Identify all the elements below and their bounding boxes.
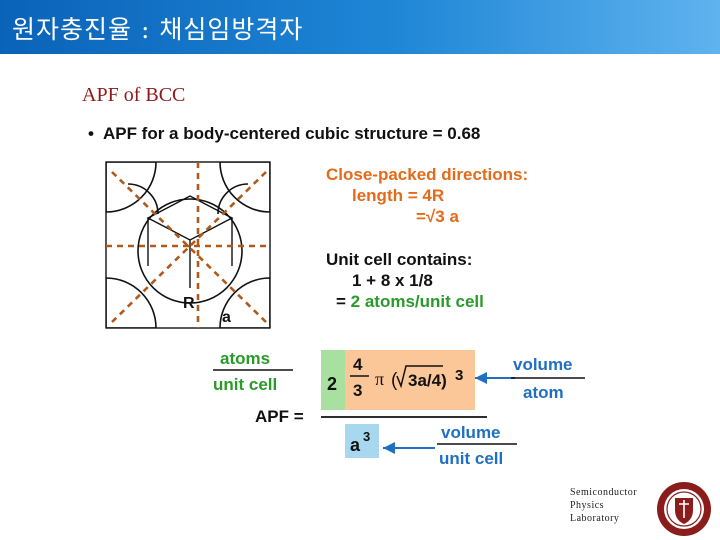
close-packed-value: 3 a xyxy=(435,207,459,226)
lab-line-1: Semiconductor xyxy=(570,487,638,498)
unit-cell-result: = 2 atoms/unit cell xyxy=(326,291,484,312)
bullet-text: • APF for a body-centered cubic structure… xyxy=(88,124,480,144)
close-packed-heading: Close-packed directions: xyxy=(326,165,529,184)
three-den: 3 xyxy=(353,381,362,400)
volume-label: volume xyxy=(513,355,573,374)
blue-highlight-box xyxy=(345,424,379,458)
atoms-label: atoms xyxy=(220,349,270,368)
section-title: APF of BCC xyxy=(82,84,186,106)
apf-label: APF = xyxy=(255,407,304,426)
bullet-dot-icon: • xyxy=(88,124,94,143)
lab-line-2: Physics xyxy=(570,500,605,511)
apf-formula: atoms unit cell APF = 2 4 3 π ( 3a/4) 3 … xyxy=(213,349,585,468)
sqrt-icon: √ xyxy=(425,207,436,226)
green-highlight-box xyxy=(321,350,345,410)
orange-highlight-box xyxy=(345,350,475,410)
bcc-cube-illustration xyxy=(105,161,271,329)
close-packed-eq: = xyxy=(416,207,426,226)
pi-symbol: π xyxy=(375,369,384,389)
close-packed-sqrt: =√3 a xyxy=(326,206,528,227)
radical-sign xyxy=(396,365,443,389)
four-num: 4 xyxy=(353,355,363,374)
bullet-label: APF for a body-centered cubic structure … xyxy=(102,124,481,143)
atom-label: atom xyxy=(523,383,564,402)
slide-header: 원자충진율 : 채심임방격자 xyxy=(0,0,720,54)
unit-cell-info: Unit cell contains: 1 + 8 x 1/8 = 2 atom… xyxy=(326,249,484,312)
volume-arrow-icon xyxy=(475,372,487,384)
paren-content: 3a/4) xyxy=(408,371,447,390)
cube-exponent: 3 xyxy=(455,367,463,384)
slide-title: 원자충진율 : 채심임방격자 xyxy=(12,15,304,44)
lab-line-3: Laboratory xyxy=(570,513,620,524)
unit-cell-eq: = xyxy=(336,292,351,311)
lab-name: Semiconductor Physics Laboratory xyxy=(570,486,637,525)
close-packed-info: Close-packed directions: length = 4R =√3… xyxy=(326,164,528,227)
university-seal-icon xyxy=(657,482,711,536)
volume2-label: volume xyxy=(441,423,501,442)
unit-cell-label: unit cell xyxy=(213,375,277,394)
close-packed-length: length = 4R xyxy=(352,186,445,205)
unit-cell-sum: 1 + 8 x 1/8 xyxy=(352,271,433,290)
unit-cell-atoms: 2 atoms/unit cell xyxy=(350,292,484,311)
unit-cell2-label: unit cell xyxy=(439,449,503,468)
open-paren: ( xyxy=(391,370,398,391)
unit-cell-heading: Unit cell contains: xyxy=(326,250,473,269)
lattice-constant-label: a xyxy=(222,309,231,326)
a-base: a xyxy=(350,435,361,455)
radius-label: R xyxy=(183,295,195,312)
two-atoms: 2 xyxy=(327,374,337,394)
a-exponent: 3 xyxy=(363,429,370,444)
cell-volume-arrow-icon xyxy=(383,442,395,454)
